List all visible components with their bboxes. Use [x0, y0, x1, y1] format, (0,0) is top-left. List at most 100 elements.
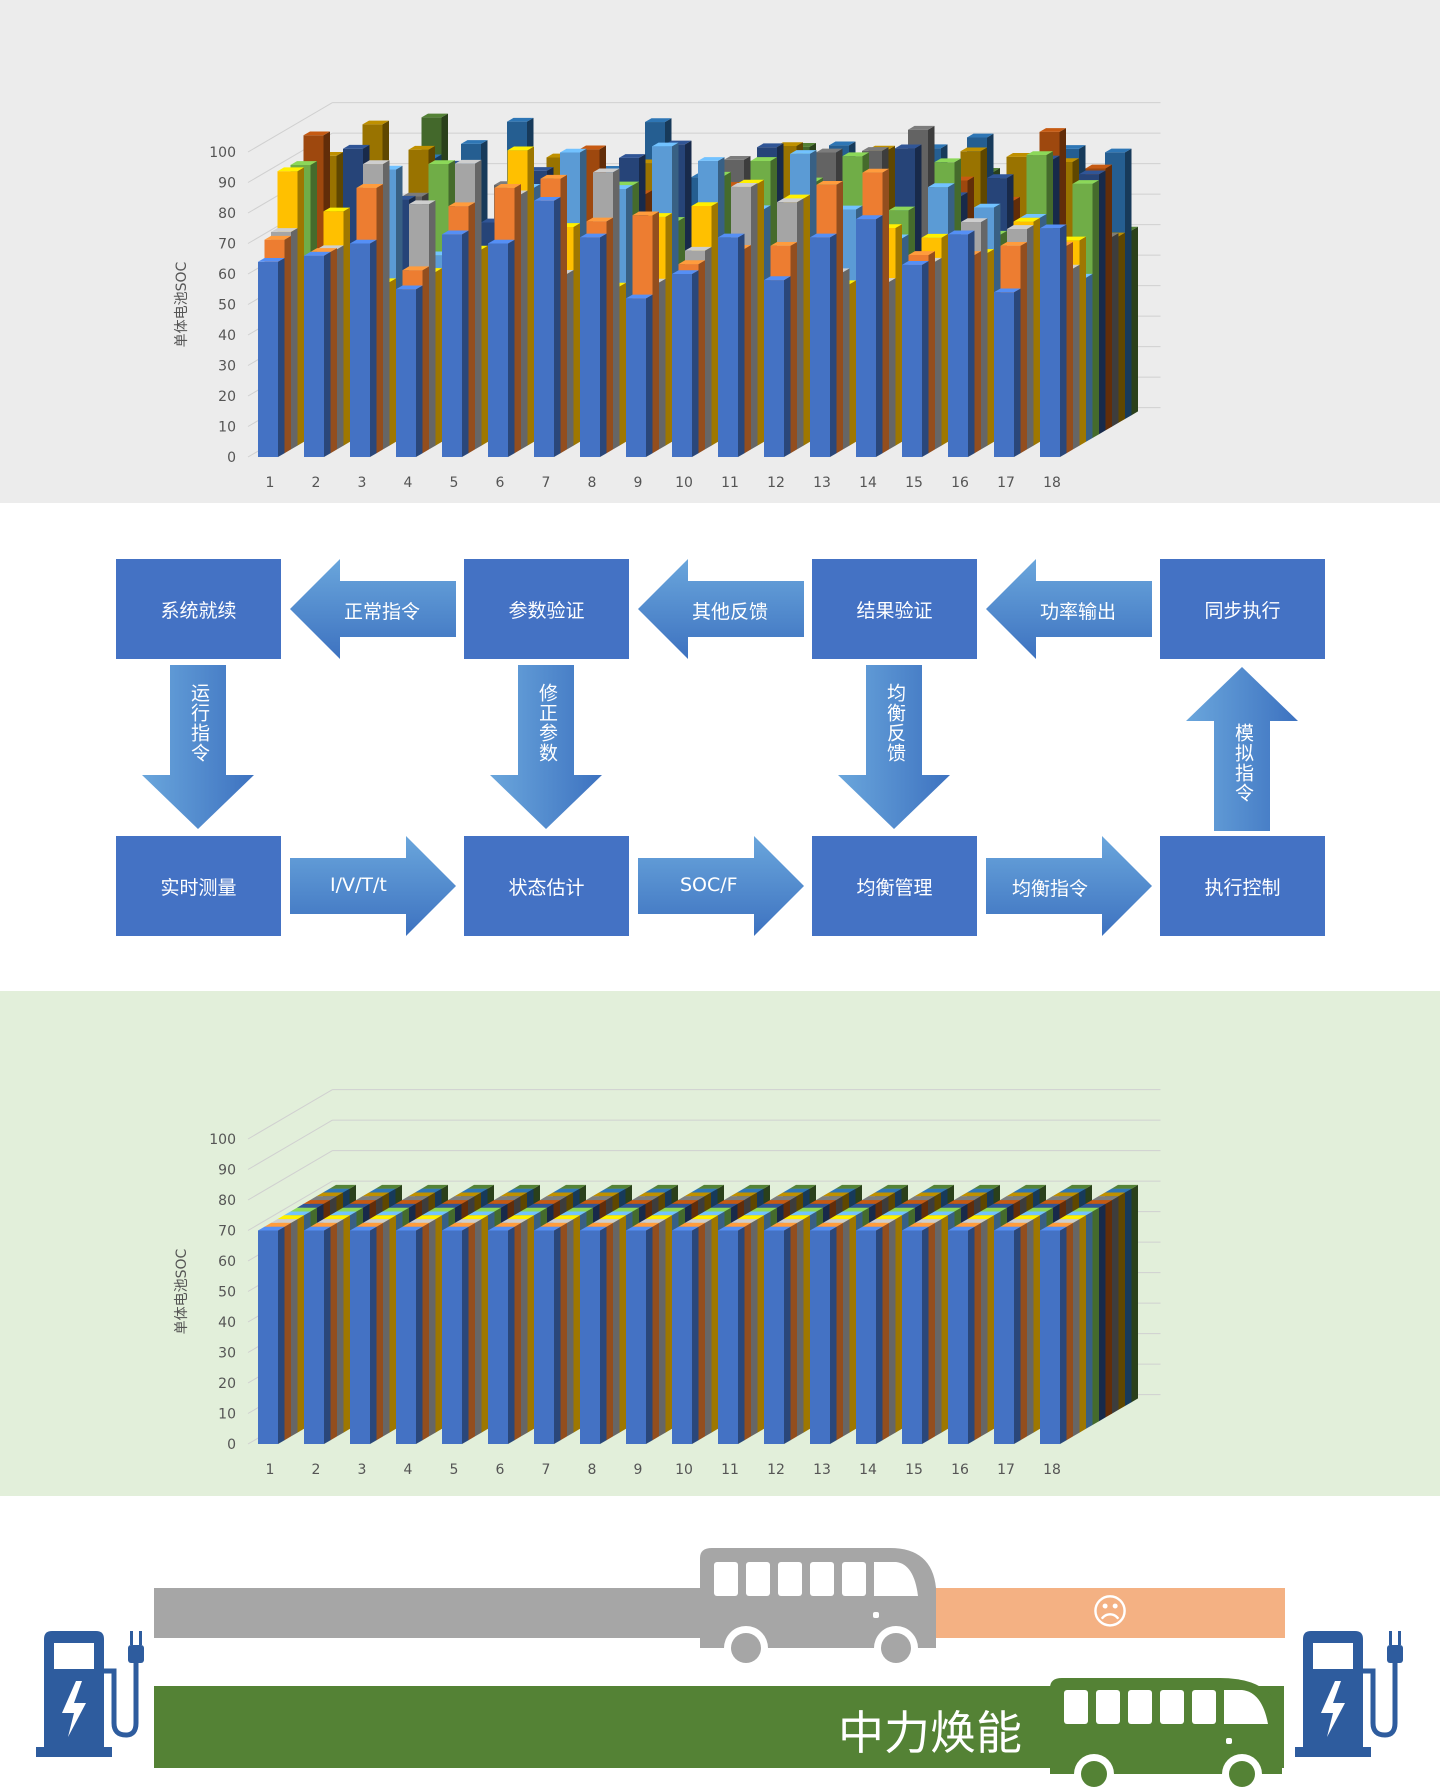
bar-s1-c15	[902, 261, 929, 457]
bar-s1-c15	[902, 1226, 929, 1444]
x-tick-label: 12	[767, 475, 785, 491]
x-tick-label: 7	[542, 1462, 551, 1478]
y-tick-label: 70	[218, 237, 236, 253]
y-tick-label: 0	[227, 1437, 236, 1453]
y-tick-label: 10	[218, 1407, 236, 1423]
bar-s1-c12	[764, 276, 791, 457]
bar-s1-c8	[580, 233, 607, 457]
brand-text: 中力焕能	[838, 1706, 1022, 1760]
bar-s1-c5	[442, 1226, 469, 1444]
bar-s1-c2	[304, 1226, 331, 1444]
y-tick-label: 60	[218, 1254, 236, 1270]
x-tick-label: 11	[721, 1462, 739, 1478]
x-tick-label: 10	[675, 475, 693, 491]
bar-s1-c6	[488, 1226, 515, 1444]
x-tick-label: 6	[496, 475, 505, 491]
bar-s1-c16	[948, 1226, 975, 1444]
balance-flow-diagram: 系统就续 参数验证 结果验证 同步执行 实时测量 状态估计 均衡管理 执行控制 …	[0, 503, 1440, 991]
x-tick-label: 1	[266, 475, 275, 491]
arrow-sim-cmd: 模拟指令	[1186, 667, 1298, 831]
box-system-ready: 系统就续	[116, 559, 281, 659]
x-tick-label: 17	[997, 1462, 1015, 1478]
box-param-verify: 参数验证	[464, 559, 629, 659]
y-tick-label: 40	[218, 328, 236, 344]
depth-gridline	[247, 1119, 333, 1170]
bar-s1-c14	[856, 215, 883, 457]
bar-s1-c17	[994, 1226, 1021, 1444]
bar-s1-c9	[626, 294, 653, 457]
bar-s1-c3	[350, 1226, 377, 1444]
x-tick-label: 1	[266, 1462, 275, 1478]
arrow-normal-cmd-label: 正常指令	[344, 601, 421, 623]
box-state-estimate: 状态估计	[464, 836, 629, 936]
bus-scene-svg: ☹ 中力焕能	[36, 1548, 1403, 1787]
bar-s1-c16	[948, 230, 975, 457]
left-charging-station-icon	[36, 1631, 144, 1757]
right-charging-station-icon	[1295, 1631, 1403, 1757]
x-tick-label: 17	[997, 475, 1015, 491]
x-tick-label: 12	[767, 1462, 785, 1478]
x-tick-label: 9	[634, 475, 643, 491]
y-tick-label: 20	[218, 389, 236, 405]
box-result-verify: 结果验证	[812, 559, 977, 659]
bar-s1-c10	[672, 270, 699, 457]
bar-s1-c1	[258, 1226, 285, 1444]
y-tick-label: 90	[218, 1163, 236, 1179]
x-tick-label: 8	[588, 1462, 597, 1478]
arrow-balance-feedback: 均衡反馈	[838, 665, 950, 829]
x-tick-label: 2	[312, 475, 321, 491]
box-balance-manage: 均衡管理	[812, 836, 977, 936]
x-tick-label: 11	[721, 475, 739, 491]
x-tick-label: 6	[496, 1462, 505, 1478]
bar-s1-c17	[994, 288, 1021, 457]
x-tick-label: 5	[450, 475, 459, 491]
x-tick-label: 2	[312, 1462, 321, 1478]
arrow-run-cmd: 运行指令	[142, 665, 254, 829]
depth-gridline	[247, 102, 333, 153]
arrow-ivtt: I/V/T/t	[290, 836, 456, 936]
bar-s1-c12	[764, 1226, 791, 1444]
x-tick-label: 9	[634, 1462, 643, 1478]
x-tick-label: 3	[358, 1462, 367, 1478]
arrow-power-output-label: 功率输出	[1040, 601, 1117, 623]
bar-s1-c11	[718, 233, 745, 457]
y-tick-label: 50	[218, 1285, 236, 1301]
x-tick-label: 15	[905, 475, 923, 491]
gray-range-bar	[154, 1588, 714, 1638]
y-tick-label: 70	[218, 1224, 236, 1240]
arrow-correct-params-label: 修正参数	[536, 683, 558, 763]
box-exec-control: 执行控制	[1160, 836, 1325, 936]
y-tick-label: 100	[209, 1132, 236, 1148]
bar-s1-c18	[1040, 1226, 1067, 1444]
x-tick-label: 13	[813, 475, 831, 491]
arrow-correct-params: 修正参数	[490, 665, 602, 829]
x-tick-label: 7	[542, 475, 551, 491]
bar-s1-c5	[442, 230, 469, 457]
arrow-socf-label: SOC/F	[680, 874, 738, 896]
sad-face-icon: ☹	[1091, 1592, 1129, 1633]
arrow-normal-cmd: 正常指令	[290, 559, 456, 659]
x-tick-label: 16	[951, 475, 969, 491]
arrow-socf: SOC/F	[638, 836, 804, 936]
y-tick-label: 50	[218, 298, 236, 314]
gray-bus-icon	[700, 1548, 936, 1670]
bar-s1-c4	[396, 1226, 423, 1444]
bar-s1-c13	[810, 1226, 837, 1444]
bar-s1-c7	[534, 1226, 561, 1444]
arrow-balance-cmd: 均衡指令	[986, 836, 1152, 936]
x-tick-label: 15	[905, 1462, 923, 1478]
arrow-run-cmd-label: 运行指令	[188, 683, 210, 763]
y-tick-label: 20	[218, 1376, 236, 1392]
x-tick-label: 13	[813, 1462, 831, 1478]
bar-s1-c7	[534, 197, 561, 458]
x-tick-label: 14	[859, 1462, 877, 1478]
depth-gridline	[247, 1150, 333, 1201]
bar-s1-c6	[488, 239, 515, 457]
depth-gridline	[247, 1180, 333, 1231]
green-bus-icon	[1050, 1678, 1282, 1787]
bus-range-comparison: ☹ 中力焕能	[0, 1496, 1440, 1787]
